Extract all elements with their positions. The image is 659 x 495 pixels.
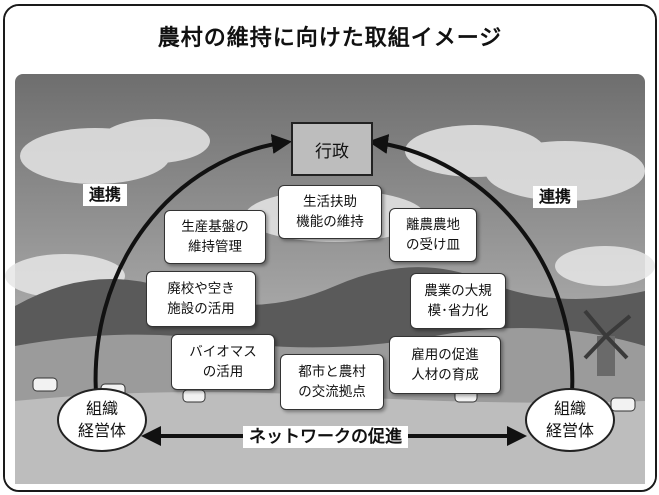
- link-arrow-right: [368, 134, 583, 412]
- windmill: [583, 309, 632, 376]
- link-label-right: 連携: [533, 186, 578, 208]
- initiative-life-support: 生活扶助 機能の維持: [278, 185, 382, 239]
- initiative-biomass: バイオマス の活用: [171, 334, 275, 390]
- initiative-production-base: 生産基盤の 維持管理: [164, 210, 266, 264]
- link-label-left: 連携: [83, 184, 128, 206]
- organization-node-right: 組織 経営体: [525, 388, 615, 452]
- initiative-large-scale: 農業の大規 模･省力化: [410, 273, 506, 329]
- diagram-title: 農村の維持に向けた取組イメージ: [157, 26, 503, 51]
- diagram-frame: 農村の維持に向けた取組イメージ 行政 連携 連携 生活扶助 機能の維持 生産基盤…: [3, 4, 657, 492]
- initiative-exchange: 都市と農村 の交流拠点: [280, 354, 384, 410]
- organization-node-left: 組織 経営体: [57, 388, 147, 452]
- initiative-farmland: 離農農地 の受け皿: [389, 208, 477, 262]
- government-node: 行政: [291, 122, 373, 176]
- network-label: ネットワークの促進: [243, 426, 408, 448]
- initiative-employment: 雇用の促進 人材の育成: [389, 336, 501, 394]
- initiative-school-reuse: 廃校や空き 施設の活用: [146, 271, 256, 327]
- link-arrow-left: [85, 134, 292, 412]
